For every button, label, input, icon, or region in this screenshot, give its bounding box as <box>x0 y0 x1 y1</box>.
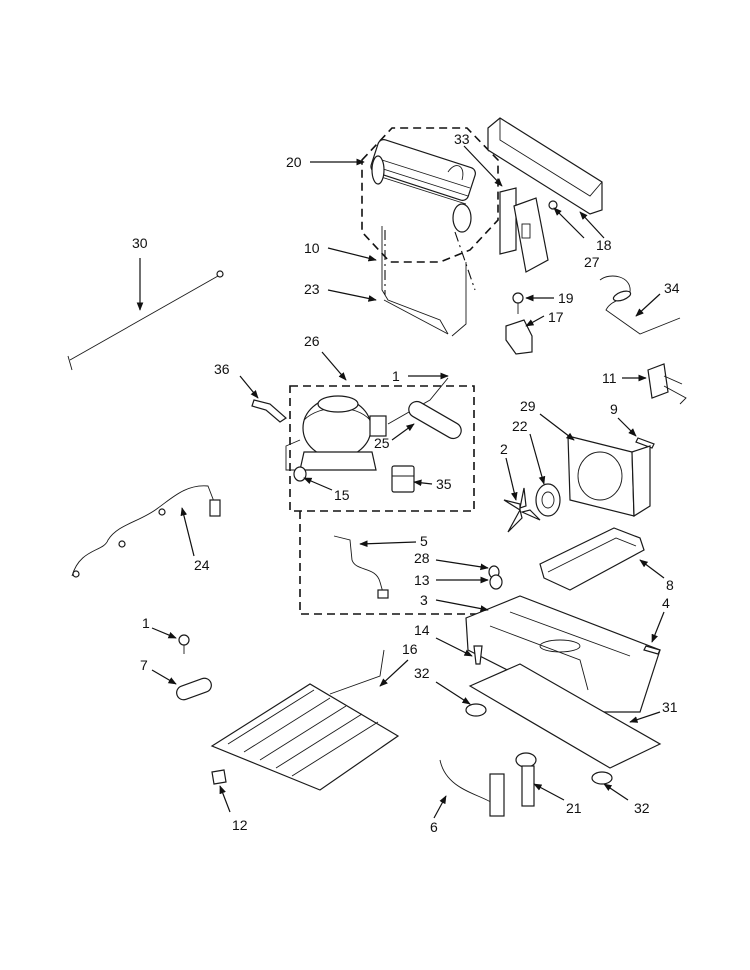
compressor-assembly-boundary <box>289 385 475 512</box>
callout-numbers: 20 33 18 27 10 23 30 19 17 34 26 36 1 11… <box>132 131 680 835</box>
callout-12: 12 <box>232 817 248 833</box>
callout-15: 15 <box>334 487 350 503</box>
callout-18: 18 <box>596 237 612 253</box>
screw-9 <box>635 437 655 449</box>
callout-11: 11 <box>602 370 617 386</box>
callout-2: 2 <box>500 441 508 457</box>
callout-26: 26 <box>304 333 320 349</box>
callout-13: 13 <box>414 572 430 588</box>
callout-1-top: 1 <box>392 368 400 384</box>
valve-21 <box>515 752 537 807</box>
fan-motor <box>535 483 561 517</box>
callout-27: 27 <box>584 254 600 270</box>
callout-21: 21 <box>566 800 582 816</box>
callout-31: 31 <box>662 699 678 715</box>
tube-5 <box>333 535 389 599</box>
callout-28: 28 <box>414 550 430 566</box>
fitting-13 <box>489 574 503 590</box>
tube-assembly-34 <box>599 275 681 335</box>
screw-19 <box>512 292 524 314</box>
fan-shroud <box>567 435 651 518</box>
callout-35: 35 <box>436 476 452 492</box>
callout-5: 5 <box>420 533 428 549</box>
callout-24: 24 <box>194 557 210 573</box>
callout-4: 4 <box>662 595 670 611</box>
callout-9: 9 <box>610 401 618 417</box>
callout-3: 3 <box>420 592 428 608</box>
drain-pan <box>539 527 645 591</box>
callout-36: 36 <box>214 361 230 377</box>
callout-25: 25 <box>374 435 390 451</box>
condenser-coil <box>370 139 476 233</box>
relay-11 <box>647 363 687 405</box>
callout-29: 29 <box>520 398 536 414</box>
fan-blade <box>503 487 541 533</box>
shroud-bracket <box>487 117 603 215</box>
clip-12 <box>211 769 227 785</box>
callout-1-left: 1 <box>142 615 150 631</box>
callout-17: 17 <box>548 309 564 325</box>
foot-32-right <box>591 771 613 785</box>
wire-harness-30 <box>67 270 224 371</box>
clip-17 <box>505 319 533 355</box>
condenser-tubes <box>381 226 467 337</box>
callout-6: 6 <box>430 819 438 835</box>
start-device-35 <box>391 465 415 493</box>
callout-32-left: 32 <box>414 665 430 681</box>
callout-34: 34 <box>664 280 680 296</box>
callout-33: 33 <box>454 131 470 147</box>
callout-20: 20 <box>286 154 302 170</box>
base-assembly-boundary <box>299 511 490 615</box>
screw-1-left <box>178 634 190 654</box>
screw-14 <box>473 645 483 665</box>
roller-7 <box>176 677 212 701</box>
filter-drier <box>408 400 462 440</box>
plate-31 <box>468 663 662 769</box>
grommet-15 <box>293 466 307 482</box>
wire-harness-24 <box>71 485 221 578</box>
sensor-6 <box>439 759 505 817</box>
callout-16: 16 <box>402 641 418 657</box>
callout-30: 30 <box>132 235 148 251</box>
callout-8: 8 <box>666 577 674 593</box>
callout-32-right: 32 <box>634 800 650 816</box>
callout-10: 10 <box>304 240 320 256</box>
foot-32-left <box>465 703 487 717</box>
leader-lines <box>136 145 665 819</box>
mounting-bracket <box>499 187 549 273</box>
screw-4 <box>643 645 661 655</box>
compressor <box>285 377 449 471</box>
callout-23: 23 <box>304 281 320 297</box>
callout-7: 7 <box>140 657 148 673</box>
callout-19: 19 <box>558 290 574 306</box>
clip-36 <box>251 399 287 423</box>
condenser-assembly-boundary <box>361 127 499 295</box>
callout-22: 22 <box>512 418 528 434</box>
condenser-16 <box>210 649 400 791</box>
callout-14: 14 <box>414 622 430 638</box>
